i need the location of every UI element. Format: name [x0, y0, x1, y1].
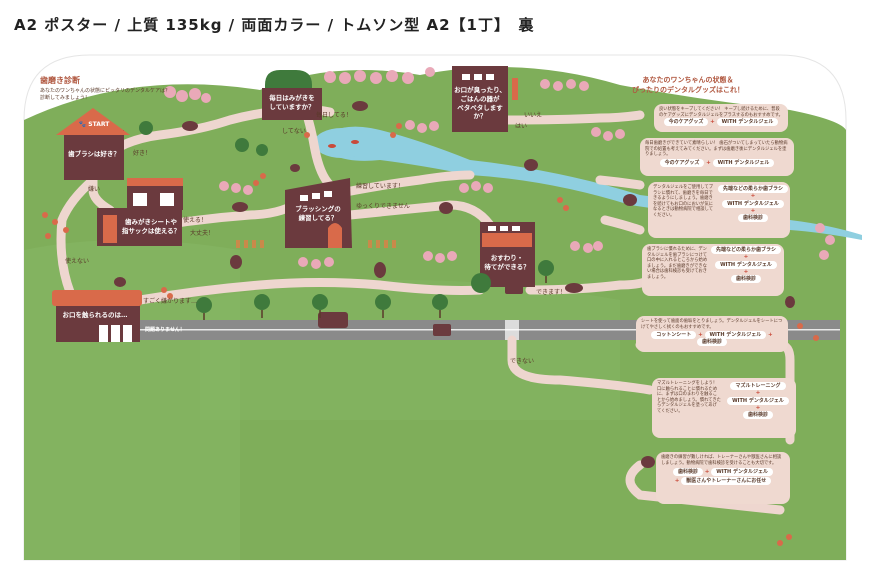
result-card-6: マズルトレーニングをしよう！ 口に触られることに慣れるために、まずは口のまわりを…: [652, 378, 796, 438]
result-1-item-1: 今のケアグッズ: [663, 118, 709, 127]
result-6-item-3: 歯科検診: [742, 411, 773, 420]
result-7-text: 歯磨きの練習が難しければ、トレーナーさんや獣医さんに相談しましょう。動物病院で歯…: [661, 455, 782, 466]
result-2-text: 毎日歯磨きができていて素晴らしい！ 歯石がついてしまっていたら動物病院での処置も…: [645, 141, 788, 158]
house-label-mouth-touch: お口を触られるのは…: [62, 311, 128, 319]
result-card-3: デンタルジェルをご使用してブラシに慣れて、歯磨きを毎日できるようにしましょう。歯…: [648, 182, 790, 238]
road-label-usable: 使える！: [183, 217, 207, 224]
road-label-slowly-not: ゆっくりできません: [356, 203, 410, 210]
road-label-no: いいえ: [524, 112, 543, 119]
road-label-very-dislike: すごく嫌がります…: [143, 298, 198, 305]
result-5-item-3: 歯科検診: [696, 338, 727, 347]
result-card-4: 歯ブラシに慣れるために、デンタルジェルを歯ブラシにつけて口の中に入れるところから…: [642, 244, 784, 296]
result-5-text: シートを使って歯面の歯垢をとりましょう。デンタルジェルをシートにつけてやさしく拭…: [641, 319, 783, 330]
road-label-not-doing: してない: [282, 128, 306, 135]
road-label-unusable: 使えない: [65, 258, 90, 265]
result-3-item-1: 先端などの柔らか歯ブラシ: [718, 185, 788, 193]
start-text: START: [88, 121, 110, 128]
result-card-1: 良い状態をキープしてください！ キープし続けるために、普段のケアグッズにデンタル…: [654, 104, 788, 132]
result-4-item-1: 先端などの柔らか歯ブラシ: [711, 246, 781, 254]
result-1-text: 良い状態をキープしてください！ キープし続けるために、普段のケアグッズにデンタル…: [659, 107, 783, 118]
result-3-item-2: WITH デンタルジェル: [722, 199, 784, 208]
result-5-item-1: コットンシート: [651, 331, 697, 340]
result-card-7: 歯磨きの練習が難しければ、トレーナーさんや獣医さんに相談しましょう。動物病院で歯…: [656, 452, 790, 504]
house-label-sit-wait: おすわり・ 待てができる？: [484, 254, 530, 271]
road-label-cannot: できない: [510, 358, 535, 365]
road-label-can: できます！: [536, 289, 567, 296]
left-panel-title: 歯磨き診断: [40, 76, 80, 85]
result-6-item-2: WITH デンタルジェル: [727, 396, 789, 405]
result-7-item-1: 歯科検診: [673, 468, 704, 477]
result-1-item-2: WITH デンタルジェル: [716, 118, 779, 127]
road-label-yes: はい: [515, 123, 528, 130]
result-4-item-2: WITH デンタルジェル: [715, 260, 777, 269]
result-7-item-2: WITH デンタルジェル: [711, 468, 773, 477]
result-7-item-3: 獣医さんやトレーナーさんにお任せ: [681, 477, 772, 486]
result-6-text: マズルトレーニングをしよう！ 口に触られることに慣れるために、まずは口のまわりを…: [657, 381, 721, 414]
road-label-dislike: 嫌い: [88, 186, 101, 193]
road-label-like: 好き！: [133, 150, 152, 157]
house-label-daily-brush: 毎日はみがきを していますか？: [269, 94, 315, 111]
result-card-2: 毎日歯磨きができていて素晴らしい！ 歯石がついてしまっていたら動物病院での処置も…: [640, 138, 794, 176]
road-label-no-problem: 問題ありません！: [145, 327, 185, 333]
house-label-brush-practice: ブラッシングの 練習してる？: [295, 205, 341, 222]
result-5-item-2: WITH デンタルジェル: [704, 331, 767, 340]
result-2-item-1: 今のケアグッズ: [659, 158, 705, 167]
house-label-sheet-usable: 歯みがきシートや 指サックは使える？: [121, 218, 181, 235]
page-title: A2 ポスター / 上質 135kg / 両面カラー / トムソン型 A2【1丁…: [14, 16, 535, 34]
result-3-text: デンタルジェルをご使用してブラシに慣れて、歯磨きを毎日できるようにしましょう。歯…: [653, 185, 714, 218]
paw-icon: 🐾: [78, 121, 87, 128]
house-label-mouth-smell: お口が臭ったり、 ごはんの器が ベタベタしますか？: [454, 86, 506, 121]
result-4-item-3: 歯科検診: [730, 275, 761, 284]
road-label-daily: 毎日してる！: [316, 112, 352, 119]
result-card-5: シートを使って歯面の歯垢をとりましょう。デンタルジェルをシートにつけてやさしく拭…: [636, 316, 788, 352]
house-label-brush-like: 歯ブラシは好き？: [68, 150, 120, 158]
start-label: 🐾 START: [72, 121, 116, 129]
right-panel-title: あなたのワンちゃんの状態＆ ぴったりのデンタルグッズはこれ！: [632, 76, 744, 94]
result-2-item-2: WITH デンタルジェル: [712, 158, 775, 167]
left-panel-subtitle: あなたのワンちゃんの状態にピッタリのデンタルケアは？診断してみましょう！: [40, 88, 171, 101]
road-label-ok: 大丈夫！: [190, 230, 215, 237]
result-6-item-1: マズルトレーニング: [730, 382, 786, 390]
result-3-item-3: 歯科検診: [737, 214, 768, 223]
road-label-practicing: 練習しています！: [356, 183, 404, 190]
result-4-text: 歯ブラシに慣れるために、デンタルジェルを歯ブラシにつけて口の中に入れるところから…: [647, 247, 708, 280]
